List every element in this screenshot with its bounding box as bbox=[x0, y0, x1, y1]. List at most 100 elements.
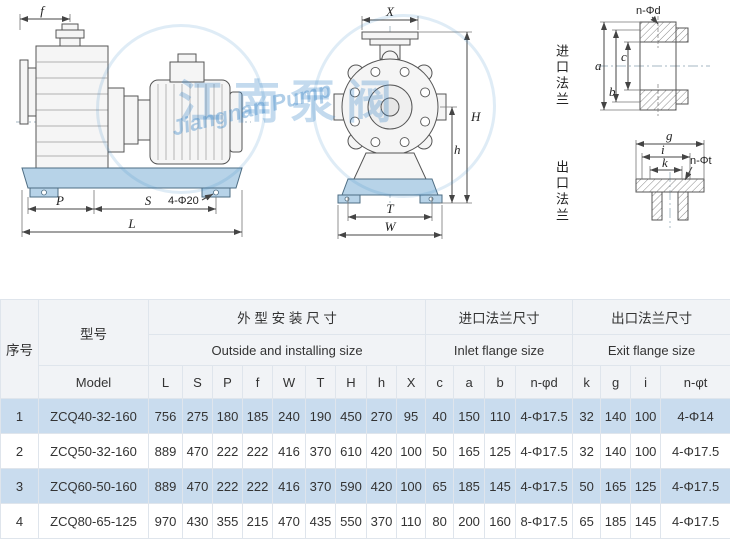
dim-value: 40 bbox=[425, 398, 455, 434]
dim-label-H: H bbox=[470, 109, 481, 124]
dim-value: 970 bbox=[148, 503, 183, 539]
dim-value: 355 bbox=[212, 503, 243, 539]
dim-value: 80 bbox=[425, 503, 455, 539]
dim-value: 756 bbox=[148, 398, 183, 434]
dim-col-header: c bbox=[425, 365, 455, 399]
dim-value: 180 bbox=[212, 398, 243, 434]
dim-value: 4-Φ17.5 bbox=[660, 433, 730, 469]
dim-value: 100 bbox=[395, 468, 427, 504]
dim-label-f: f bbox=[40, 4, 46, 18]
row-serial: 4 bbox=[0, 503, 39, 539]
dim-label-k: k bbox=[662, 155, 668, 170]
dim-value: 125 bbox=[484, 433, 517, 469]
dim-value: 4-Φ17.5 bbox=[515, 433, 574, 469]
dim-col-header: k bbox=[572, 365, 602, 399]
dim-value: 200 bbox=[453, 503, 486, 539]
dim-value: 165 bbox=[453, 433, 486, 469]
dim-value: 95 bbox=[395, 398, 427, 434]
dim-col-header: f bbox=[242, 365, 273, 399]
dim-value: 4-Φ17.5 bbox=[515, 398, 574, 434]
dim-value: 370 bbox=[366, 503, 397, 539]
dim-value: 370 bbox=[305, 433, 336, 469]
dim-label-W: W bbox=[385, 219, 397, 234]
dim-value: 270 bbox=[366, 398, 397, 434]
support-stand bbox=[353, 152, 427, 180]
dim-value: 165 bbox=[600, 468, 632, 504]
motor bbox=[149, 53, 243, 165]
row-serial: 1 bbox=[0, 398, 39, 434]
dim-value: 889 bbox=[148, 468, 183, 504]
dim-col-header: T bbox=[305, 365, 336, 399]
dim-value: 4-Φ17.5 bbox=[660, 468, 730, 504]
dim-value: 65 bbox=[572, 503, 602, 539]
base-holes-callout: 4-Φ20 bbox=[168, 193, 214, 207]
dim-value: 185 bbox=[242, 398, 273, 434]
dimension-W: W bbox=[337, 205, 443, 239]
dim-value: 4-Φ17.5 bbox=[660, 503, 730, 539]
row-serial: 2 bbox=[0, 433, 39, 469]
dim-value: 416 bbox=[272, 433, 306, 469]
dim-value: 32 bbox=[572, 398, 602, 434]
dim-col-header: n-φd bbox=[515, 365, 574, 399]
base-plate bbox=[21, 167, 243, 198]
dim-value: 222 bbox=[242, 468, 273, 504]
dim-value: 590 bbox=[335, 468, 367, 504]
group-inlet-en: Inlet flange size bbox=[425, 334, 574, 366]
dimension-h: h bbox=[440, 106, 461, 203]
dimension-T: T bbox=[347, 197, 433, 221]
dimension-f: f bbox=[19, 4, 71, 30]
dim-col-header: g bbox=[600, 365, 632, 399]
dim-label-c: c bbox=[621, 49, 627, 64]
dim-label-g: g bbox=[666, 128, 673, 143]
dim-value: 185 bbox=[600, 503, 632, 539]
dim-value: 125 bbox=[630, 468, 662, 504]
priming-port-flange bbox=[55, 23, 85, 47]
dim-value: 150 bbox=[453, 398, 486, 434]
group-inlet-cn: 进口法兰尺寸 bbox=[425, 299, 574, 335]
pump-side-view-drawing: f P S L 4-Φ20 bbox=[16, 4, 251, 237]
group-exit-cn: 出口法兰尺寸 bbox=[572, 299, 730, 335]
volute-casing bbox=[333, 50, 447, 164]
group-exit-en: Exit flange size bbox=[572, 334, 730, 366]
dimension-P-S: P S bbox=[27, 190, 217, 214]
group-outside-cn: 外 型 安 装 尺 寸 bbox=[147, 299, 427, 335]
dim-value: 145 bbox=[630, 503, 662, 539]
dim-value: 430 bbox=[182, 503, 213, 539]
dim-value: 140 bbox=[600, 433, 632, 469]
bearing-bracket bbox=[107, 87, 151, 153]
outlet-flange-title: 出口法兰 bbox=[554, 160, 569, 224]
dim-value: 145 bbox=[484, 468, 517, 504]
technical-drawings: f P S L 4-Φ20 bbox=[16, 4, 712, 239]
dim-value: 610 bbox=[335, 433, 367, 469]
dim-value: 435 bbox=[305, 503, 336, 539]
group-outside-en: Outside and installing size bbox=[147, 334, 427, 366]
dim-value: 889 bbox=[148, 433, 183, 469]
dim-value: 100 bbox=[630, 433, 662, 469]
dim-col-header: W bbox=[272, 365, 306, 399]
dim-value: 222 bbox=[212, 468, 243, 504]
dim-col-header: i bbox=[630, 365, 662, 399]
pump-body bbox=[19, 45, 109, 169]
dim-col-header: n-φt bbox=[660, 365, 730, 399]
dimension-H: H bbox=[418, 31, 481, 204]
dim-col-header: h bbox=[366, 365, 397, 399]
dimension-X: X bbox=[361, 4, 419, 30]
dim-value: 470 bbox=[182, 468, 213, 504]
dim-value: 240 bbox=[272, 398, 306, 434]
dim-col-header: L bbox=[148, 365, 183, 399]
dim-value: 4-Φ14 bbox=[660, 398, 730, 434]
dim-label-n-d: n-Φd bbox=[636, 5, 661, 17]
inlet-flange-section bbox=[598, 16, 710, 116]
dim-label-X: X bbox=[385, 4, 395, 19]
dim-value: 222 bbox=[212, 433, 243, 469]
base-plate bbox=[337, 178, 443, 204]
dim-value: 100 bbox=[630, 398, 662, 434]
dimension-table: 序号 型号 外 型 安 装 尺 寸 进口法兰尺寸 出口法兰尺寸 Outside … bbox=[0, 299, 730, 539]
dim-value: 8-Φ17.5 bbox=[515, 503, 574, 539]
dim-value: 215 bbox=[242, 503, 273, 539]
col-model-header-cn: 型号 bbox=[38, 299, 149, 366]
dim-value: 190 bbox=[305, 398, 336, 434]
row-model: ZCQ60-50-160 bbox=[38, 468, 149, 504]
